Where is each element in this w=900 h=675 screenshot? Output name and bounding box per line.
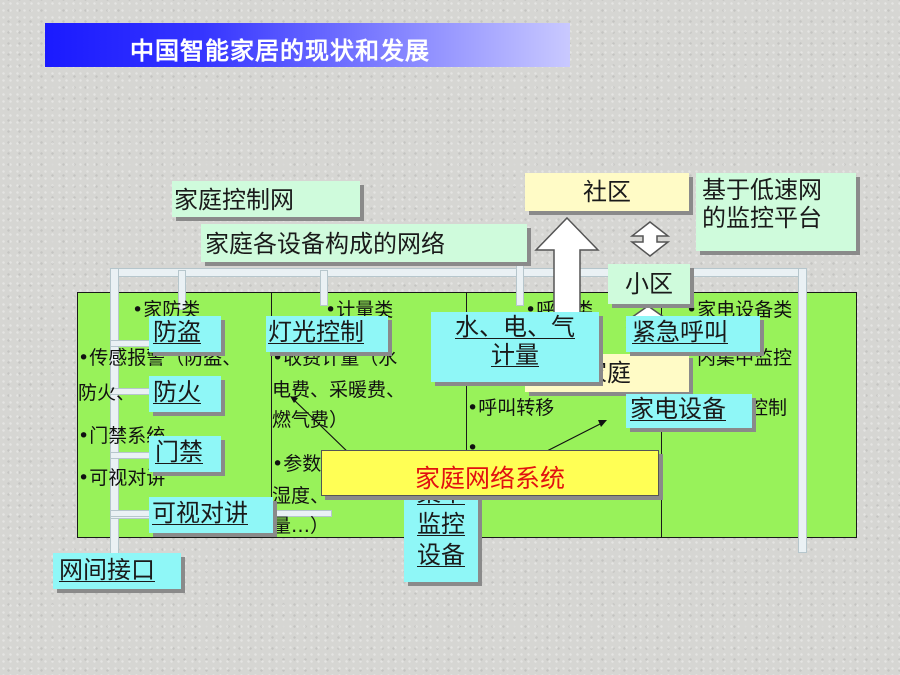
tag-anti-theft[interactable]: 防盗 bbox=[149, 316, 221, 352]
neighborhood-label: 小区 bbox=[608, 264, 690, 304]
tag-appliance[interactable]: 家电设备 bbox=[626, 394, 752, 428]
cell-line: •可视对讲 bbox=[78, 467, 166, 489]
tag-emergency-call[interactable]: 紧急呼叫 bbox=[626, 316, 760, 352]
cell-line: •呼叫转移 bbox=[467, 397, 555, 419]
cell-line: 防火、 bbox=[78, 382, 136, 404]
cell-line: 电费、采暖费、 bbox=[272, 379, 406, 401]
column-divider bbox=[466, 292, 467, 538]
tag-utility-metering[interactable]: 水、电、气 计量 bbox=[431, 312, 599, 382]
cell-line: •传感报警（防盗、 bbox=[78, 347, 242, 369]
thin-arrow-line bbox=[291, 397, 353, 457]
column-divider bbox=[271, 292, 272, 538]
cell-line: 燃气费） bbox=[272, 409, 349, 431]
tag-lighting-control[interactable]: 灯光控制 bbox=[266, 316, 388, 352]
cell-line: 内集中监控 bbox=[697, 347, 793, 369]
cell-line: •参数 bbox=[272, 453, 322, 475]
thin-arrow-line bbox=[544, 421, 605, 453]
column-header-security: •家防类 bbox=[132, 299, 201, 321]
cell-line: 量…） bbox=[272, 515, 330, 537]
home-network-system-box: 家庭网络系统 bbox=[321, 450, 659, 496]
thin-arrow-head bbox=[598, 420, 607, 427]
column-header-metering: •计量类 bbox=[325, 299, 394, 321]
bus-pipe-drop bbox=[178, 270, 186, 310]
bus-pipe-drop bbox=[320, 270, 328, 306]
cell-line: 湿度、 bbox=[272, 485, 330, 507]
cell-line: •门禁系统 bbox=[78, 425, 166, 447]
tag-fire[interactable]: 防火 bbox=[149, 376, 221, 412]
community-neighborhood-arrow bbox=[629, 221, 671, 257]
title-banner bbox=[45, 23, 570, 67]
page-title: 中国智能家居的现状和发展 bbox=[130, 37, 430, 65]
tag-access[interactable]: 门禁 bbox=[149, 436, 221, 472]
column-header-appliance: •家电设备类 bbox=[686, 299, 793, 321]
community-label: 社区 bbox=[525, 173, 689, 211]
platform-label: 基于低速网 的监控平台 bbox=[696, 173, 856, 251]
bus-pipe-right bbox=[798, 268, 807, 553]
home-device-net-label: 家庭各设备构成的网络 bbox=[201, 224, 527, 262]
home-control-net-label: 家庭控制网 bbox=[172, 181, 360, 217]
thin-arrow-head bbox=[290, 396, 298, 403]
gateway-interface-label[interactable]: 网间接口 bbox=[53, 553, 181, 589]
tag-intercom[interactable]: 可视对讲 bbox=[149, 497, 273, 533]
cell-line: • bbox=[467, 437, 479, 459]
cell-line: •收费计量（水 bbox=[272, 347, 398, 369]
